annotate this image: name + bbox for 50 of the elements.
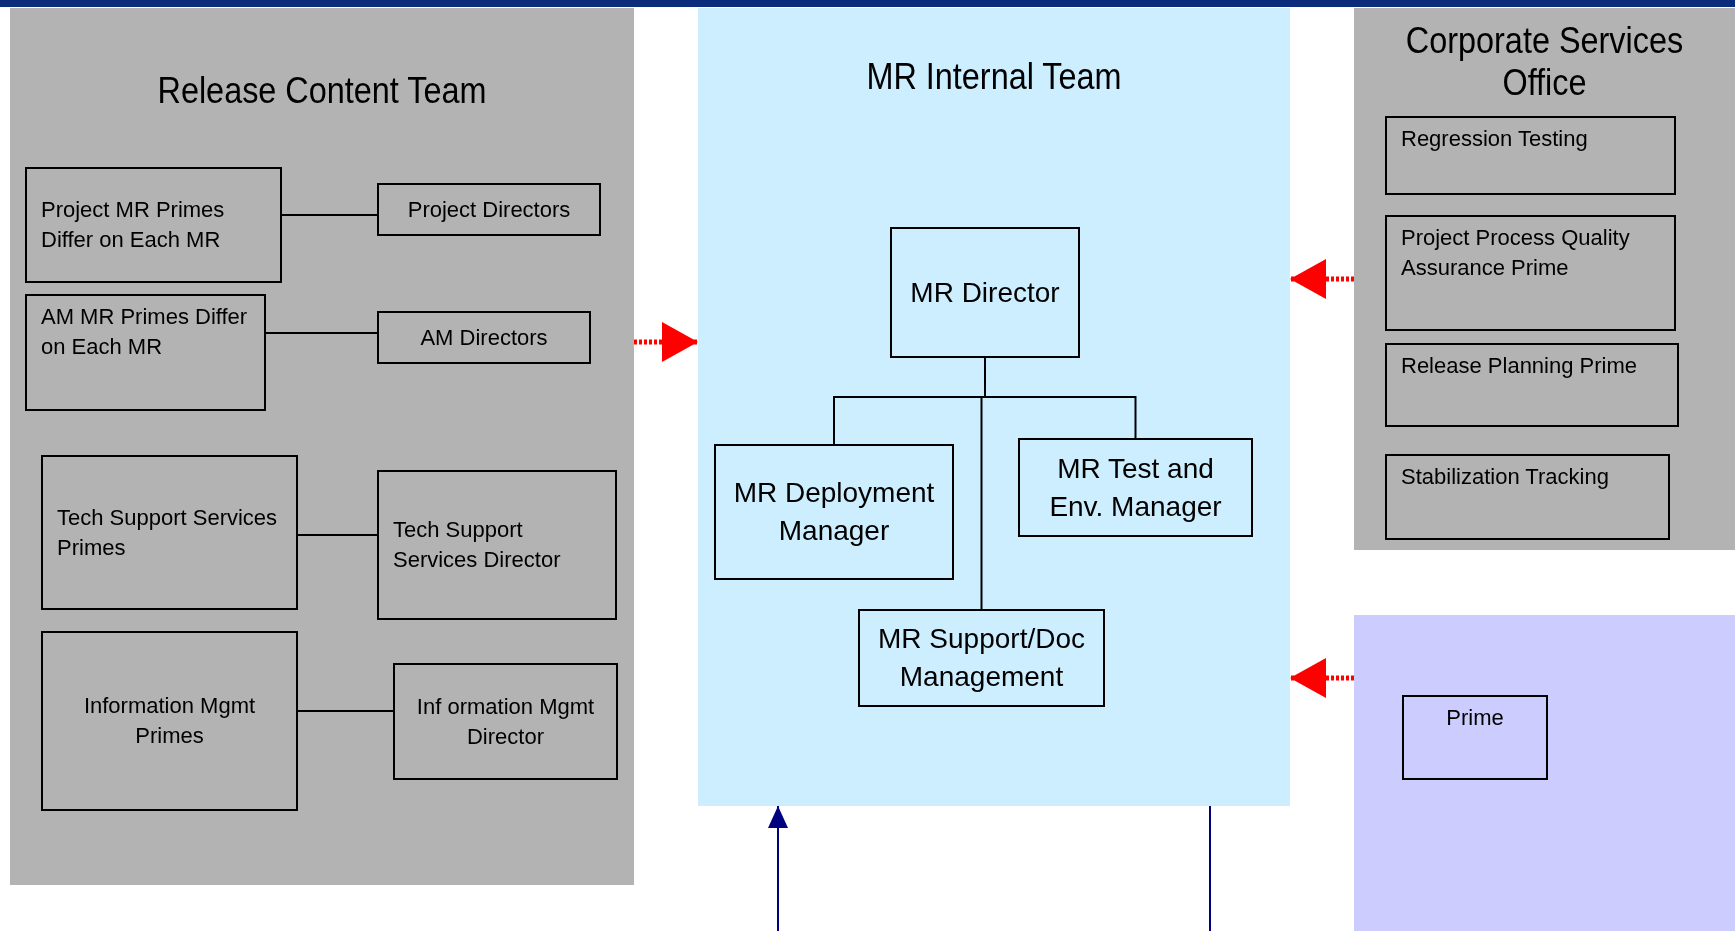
role-box	[858, 609, 1105, 707]
role-box	[41, 455, 298, 610]
role-box	[1385, 454, 1670, 540]
team-panel	[1354, 615, 1735, 931]
role-box	[393, 663, 618, 780]
role-box	[1402, 695, 1548, 780]
panel-title: MR Internal Team	[865, 56, 1123, 98]
role-label: Tech Support Services Primes	[57, 503, 279, 562]
role-label: Prime	[1445, 704, 1505, 732]
role-box	[377, 183, 601, 236]
role-box	[41, 631, 298, 811]
arrow	[768, 805, 788, 931]
role-label: Release Planning Prime	[1401, 352, 1639, 380]
role-label: AM Directors	[419, 323, 549, 352]
role-label: Project Process Quality Assurance Prime	[1401, 224, 1631, 282]
role-label: Inf ormation Mgmt Director	[415, 692, 596, 751]
role-box	[1018, 438, 1253, 537]
connector-line	[281, 214, 378, 216]
role-label: MR Director	[909, 275, 1061, 310]
role-label: MR Support/Doc Management	[877, 622, 1086, 694]
panel-title: Corporate Services Office	[1404, 20, 1685, 104]
role-box	[1385, 343, 1679, 427]
team-panel	[698, 8, 1290, 806]
role-box	[890, 227, 1080, 358]
role-label: Stabilization Tracking	[1401, 463, 1610, 491]
role-box	[25, 294, 266, 411]
team-panel	[1354, 8, 1735, 550]
role-box	[377, 311, 591, 364]
role-box	[1385, 116, 1676, 195]
connector-line	[1209, 805, 1211, 931]
role-label: MR Test and Env. Manager	[1048, 451, 1223, 524]
role-label: Project Directors	[406, 195, 572, 224]
role-label: AM MR Primes Differ on Each MR	[41, 303, 249, 361]
role-label: Regression Testing	[1401, 125, 1589, 153]
role-label: Information Mgmt Primes	[82, 692, 257, 750]
role-box	[377, 470, 617, 620]
arrow	[1290, 658, 1354, 698]
panel-title: Release Content Team	[156, 70, 488, 112]
connector-line	[265, 332, 378, 334]
connector-line	[297, 710, 394, 712]
role-label: MR Deployment Manager	[732, 476, 936, 548]
arrow	[1290, 259, 1354, 299]
role-box	[25, 167, 282, 283]
team-panel	[10, 8, 634, 885]
arrow	[634, 322, 698, 362]
connector-line	[297, 534, 378, 536]
role-box	[1385, 215, 1676, 331]
role-box	[714, 444, 954, 580]
role-label: Project MR Primes Differ on Each MR	[41, 196, 226, 254]
role-label: Tech Support Services Director	[393, 516, 562, 574]
